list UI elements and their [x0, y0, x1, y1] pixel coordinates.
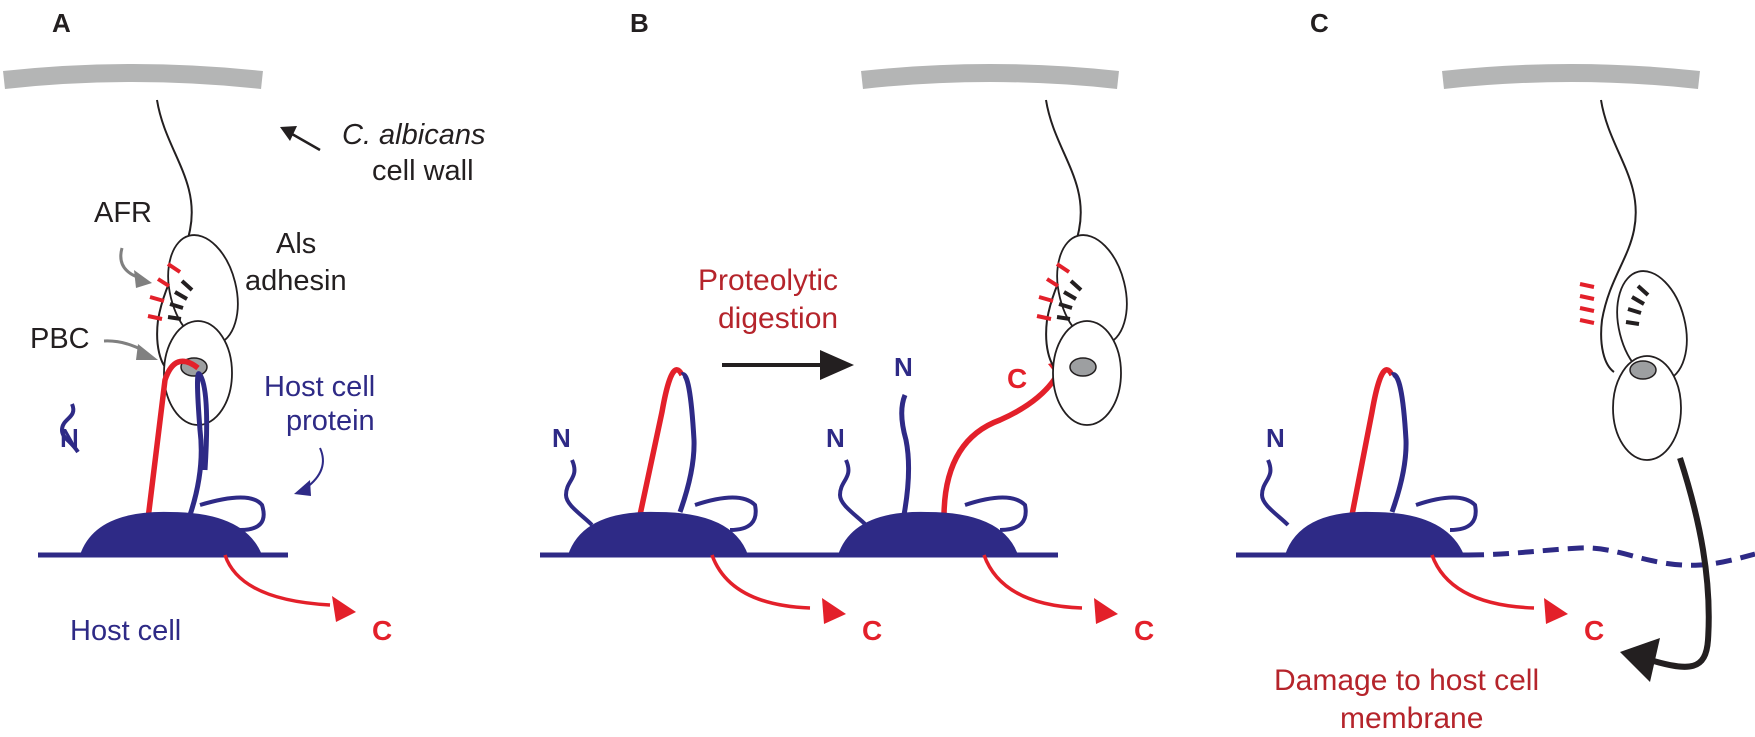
adhesin-beta-marks-a [167, 279, 194, 321]
host-protein-blue-strand-a [187, 371, 210, 516]
afr-marks-a [147, 262, 182, 321]
panel-c-letter: C [1310, 8, 1329, 38]
host-protein-loop-b-right [964, 495, 1028, 532]
afr-label: AFR [94, 197, 152, 229]
host-protein-n-arm-a [59, 403, 80, 454]
n-terminus-label-a: N [60, 423, 79, 453]
adhesin-tether-c [1600, 99, 1637, 373]
host-protein-pointer-head [294, 480, 311, 496]
damage-label-line2: membrane [1340, 702, 1483, 735]
c-terminus-label-c: C [1584, 615, 1604, 646]
als-adhesin-b [1052, 234, 1128, 426]
adhesin-label-line2: adhesin [245, 265, 347, 297]
digestion-arrow-head [820, 350, 854, 380]
host-protein-label-line1: Host cell [264, 371, 375, 403]
cell-wall-pointer-line [291, 132, 321, 152]
host-protein-body-a [80, 511, 262, 555]
als-adhesin-c [1612, 270, 1688, 461]
host-protein-n-arm-b-right [837, 459, 868, 527]
afr-marks-c [1579, 282, 1595, 325]
cell-wall-pointer-head [280, 126, 297, 141]
process-label-line2: digestion [718, 302, 838, 335]
c-terminal-tail-b-right [982, 554, 1083, 610]
host-protein-blue-strand-b-left [677, 372, 697, 513]
adhesin-label-line1: Als [276, 228, 316, 260]
cell-wall-c [1442, 64, 1700, 89]
host-protein-body-b-left [568, 511, 748, 555]
host-cell-label: Host cell [70, 615, 181, 647]
cell-wall-b [861, 64, 1119, 89]
c-terminal-arrowhead-a [332, 596, 356, 622]
pbc-pocket-c [1629, 360, 1657, 380]
c-terminal-arrowhead-b-left [822, 598, 846, 624]
damage-arrow-head [1620, 638, 1660, 682]
panel-a-letter: A [52, 8, 71, 38]
host-protein-body-b-right [838, 511, 1018, 555]
host-protein-red-strand-a [144, 358, 200, 528]
host-protein-n-arm-b-left [563, 459, 594, 527]
pbc-pointer-head [136, 344, 158, 360]
n-terminus-label-b-left: N [552, 423, 571, 453]
panel-b-letter: B [630, 8, 649, 38]
panel-b: B Proteolytic digestion N C N N C C [540, 8, 1154, 646]
adhesin-beta-marks-b [1056, 279, 1083, 321]
panel-a: A [3, 8, 485, 647]
pbc-label: PBC [30, 323, 90, 355]
pbc-pocket-b [1069, 357, 1097, 377]
damage-label-line1: Damage to host cell [1274, 664, 1539, 697]
c-terminal-arrowhead-c [1544, 598, 1568, 624]
c-terminal-tail-b-left [710, 554, 811, 610]
c-terminus-label-b-right: C [1134, 615, 1154, 646]
host-protein-blue-strand-c [1389, 372, 1409, 513]
cell-wall-label-line2: cell wall [372, 155, 474, 187]
host-protein-red-strand-b-left [637, 367, 685, 516]
host-protein-loop-b-left [694, 495, 758, 532]
host-protein-cleaved-n-strand-b [899, 394, 912, 516]
process-label-line1: Proteolytic [698, 264, 838, 297]
n-terminus-label-b-right-b: N [894, 352, 913, 382]
host-protein-n-arm-c [1259, 459, 1290, 527]
cell-wall-label-line1: C. albicans [342, 119, 485, 151]
c-terminal-tail-a [223, 554, 331, 607]
host-protein-body-c [1285, 511, 1464, 555]
cell-wall-a [3, 64, 263, 89]
panel-c: C N C [1236, 8, 1755, 735]
host-protein-cleaved-c-strand-b [941, 368, 1063, 516]
c-terminal-arrowhead-b-right [1094, 598, 1118, 624]
afr-marks-b [1036, 262, 1071, 321]
afr-pointer-head [134, 270, 152, 288]
n-terminus-label-b-right-a: N [826, 423, 845, 453]
damage-arrow-shaft [1649, 457, 1712, 670]
c-terminal-tail-c [1430, 554, 1535, 610]
host-protein-label-line2: protein [286, 405, 375, 437]
c-terminus-label-b-bound: C [1007, 363, 1027, 394]
c-terminus-label-b-left: C [862, 615, 882, 646]
adhesin-beta-marks-c [1625, 284, 1650, 326]
n-terminus-label-c: N [1266, 423, 1285, 453]
host-protein-red-strand-c [1349, 367, 1395, 516]
c-terminus-label-a: C [372, 615, 392, 646]
host-protein-loop-c [1415, 495, 1478, 532]
damaged-membrane-dashed [1467, 545, 1755, 568]
